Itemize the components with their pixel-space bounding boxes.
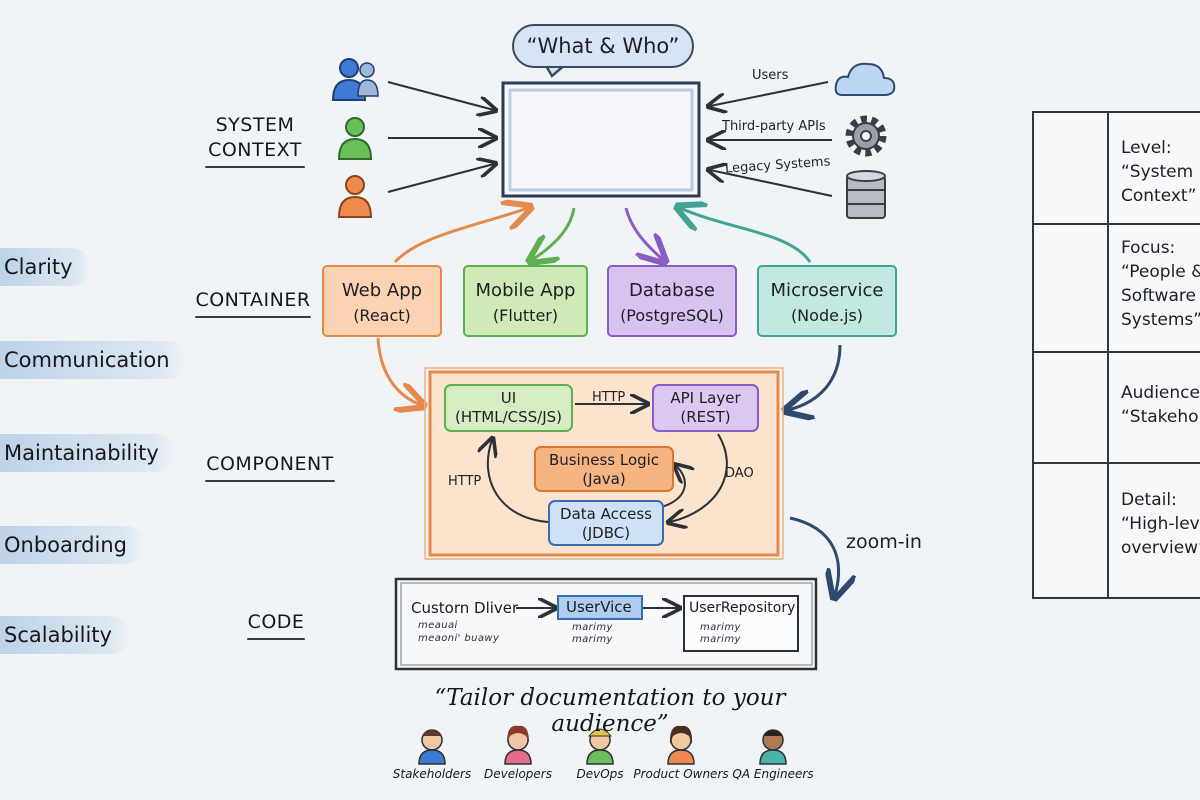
benefit-scalability: Scalability: [0, 616, 130, 654]
edge-label-http-left: HTTP: [448, 474, 482, 489]
edge-label-http-top: HTTP: [592, 390, 626, 405]
edge-label-dao: DAO: [725, 466, 754, 481]
code-repo-member: marimy: [700, 622, 741, 633]
arrow-data-logic: [657, 466, 685, 509]
legend-row-detail: Detail: “High-level overview”: [1121, 490, 1200, 558]
arrow-api-data: [670, 433, 728, 522]
code-frame-sketch: [400, 582, 813, 666]
code-repo-member: marimy: [700, 634, 741, 645]
component-ui: UI(HTML/CSS/JS): [444, 384, 573, 432]
gear-icon: [845, 115, 887, 157]
code-driver-member: meauai: [418, 620, 458, 631]
level-code: CODE: [247, 610, 305, 640]
tagline-quote: “Tailor documentation to your audience”: [434, 685, 786, 737]
arrow-microservice-component: [788, 344, 842, 410]
code-service-member: marimy: [572, 634, 613, 645]
arrow-data-ui: [488, 440, 549, 523]
avatar-developers: [504, 725, 532, 765]
system-box-inner: [508, 88, 694, 192]
legend-row-level: Level: “System Context”: [1034, 113, 1200, 225]
repo-box: [683, 595, 799, 652]
arrow-user1-system: [387, 81, 494, 110]
component-frame-sketch: [424, 367, 784, 560]
arrow-microservice-system: [680, 208, 812, 263]
what-who-bubble: “What & Who”: [512, 24, 694, 68]
component-business-logic: Business Logic(Java): [534, 446, 674, 492]
benefit-clarity: Clarity: [0, 248, 91, 286]
audience-stakeholders: Stakeholders: [392, 767, 472, 781]
arrow-legacy-system: [710, 170, 833, 197]
service-box: [557, 595, 643, 620]
label-users: Users: [752, 68, 789, 83]
audience-qa-engineers: QA Engineers: [732, 767, 814, 781]
legend-row-audience: Audience: “Stakeholders: [1034, 352, 1200, 464]
avatar-stakeholders: [418, 729, 446, 765]
avatar-qa-engineers: [759, 729, 787, 765]
arrow-system-database: [624, 207, 663, 260]
code-driver-member: meaoni' buawy: [418, 633, 500, 644]
person-icon: [331, 58, 379, 101]
arrow-system-mobile: [532, 207, 576, 260]
person-icon: [337, 117, 373, 160]
container-mobile-app: Mobile App(Flutter): [463, 265, 588, 337]
audience-developers: Developers: [484, 767, 552, 781]
audience-product-owners: Product Owners: [633, 767, 729, 781]
avatar-product-owners: [667, 725, 695, 765]
label-third-party-apis: Third-party APIs: [722, 119, 826, 134]
avatar-devops: [586, 728, 614, 765]
code-service-member: marimy: [572, 622, 613, 633]
component-data-access: Data Access(JDBC): [548, 500, 664, 546]
person-icon: [337, 175, 373, 218]
container-database: Database(PostgreSQL): [607, 265, 737, 337]
benefit-onboarding: Onboarding: [0, 526, 145, 564]
arrow-webapp-system: [393, 208, 528, 264]
zoom-in-label: zoom-in: [846, 531, 922, 553]
benefit-communication: Communication: [0, 341, 188, 379]
arrow-zoom-in: [789, 516, 839, 595]
audience-devops: DevOps: [576, 767, 624, 781]
code-class-service: UserVice: [566, 598, 632, 616]
code-class-driver: Custorn Dliver: [411, 599, 519, 617]
arrow-user3-system: [387, 164, 494, 193]
container-web-app: Web App(React): [322, 265, 442, 337]
level-component: COMPONENT: [205, 452, 335, 482]
legend-row-focus: Focus: “People & Software Systems”: [1034, 224, 1200, 353]
arrow-webapp-component: [376, 337, 421, 405]
level-system-context: SYSTEM CONTEXT: [205, 113, 305, 168]
level-container: CONTAINER: [195, 288, 311, 318]
arrow-users-system: [710, 81, 829, 106]
component-api-layer: API Layer(REST): [652, 384, 759, 432]
cloud-icon: [834, 62, 896, 96]
database-icon: [846, 170, 886, 219]
code-class-repository: UserRepository: [689, 600, 796, 616]
container-microservice: Microservice(Node.js): [757, 265, 897, 337]
system-box: [501, 81, 701, 198]
legend-panel: Level: “System Context” Focus: “People &…: [1032, 111, 1200, 599]
benefit-maintainability: Maintainability: [0, 434, 177, 472]
